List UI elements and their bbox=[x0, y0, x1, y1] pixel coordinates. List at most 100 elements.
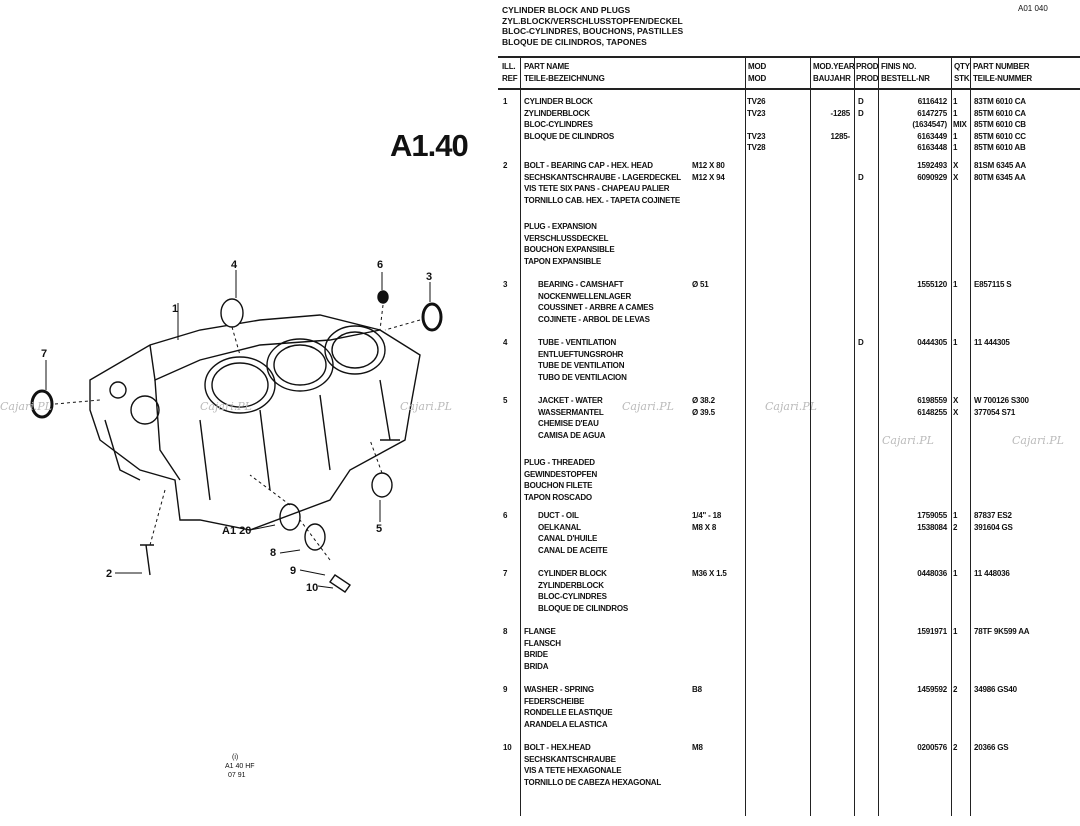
quantity: 2 bbox=[953, 685, 958, 694]
part-number: 81SM 6345 AA bbox=[974, 161, 1026, 170]
part-number: E857115 S bbox=[974, 280, 1012, 289]
part-name: DUCT - OIL bbox=[538, 511, 579, 520]
part-name: BOLT - BEARING CAP - HEX. HEAD bbox=[524, 161, 653, 170]
column-divider bbox=[520, 58, 521, 816]
finis-number: 6116412 bbox=[917, 97, 948, 106]
ill-ref: 10 bbox=[503, 743, 512, 752]
part-name: CYLINDER BLOCK bbox=[524, 97, 593, 106]
part-number: 377054 S71 bbox=[974, 407, 1016, 417]
spec: M12 X 94 bbox=[692, 172, 725, 182]
title-en: CYLINDER BLOCK AND PLUGS bbox=[502, 5, 631, 15]
part-name: VIS TETE SIX PANS - CHAPEAU PALIER bbox=[524, 184, 670, 193]
part-name: ZYLINDERBLOCK bbox=[538, 580, 604, 590]
callout-5[interactable]: 5 bbox=[376, 523, 382, 535]
mod: TV23 bbox=[747, 131, 766, 141]
page-code: A01 040 bbox=[1018, 4, 1048, 13]
ill-ref: 7 bbox=[503, 569, 508, 578]
part-number: 85TM 6010 CA bbox=[974, 108, 1026, 118]
prod: D bbox=[858, 97, 864, 106]
quantity: 2 bbox=[953, 522, 958, 532]
spec: Ø 51 bbox=[692, 280, 709, 289]
part-name: BRIDE bbox=[524, 650, 548, 659]
callout-8[interactable]: 8 bbox=[270, 547, 276, 559]
mod: TV28 bbox=[747, 143, 766, 152]
spec: Ø 39.5 bbox=[692, 407, 715, 417]
divider bbox=[498, 88, 1080, 90]
finis-number: 1592493 bbox=[917, 161, 947, 170]
part-name: BOLT - HEX.HEAD bbox=[524, 743, 591, 752]
column-divider bbox=[951, 58, 952, 816]
caption-line-2: A1 40 HF bbox=[225, 763, 255, 770]
quantity: 2 bbox=[953, 743, 958, 752]
col-header-ill-ref: ILL.REF bbox=[502, 62, 518, 83]
part-name: CANAL DE ACEITE bbox=[538, 545, 608, 555]
part-number: 85TM 6010 AB bbox=[974, 143, 1026, 152]
part-name: GEWINDESTOPFEN bbox=[524, 469, 598, 479]
callout-3[interactable]: 3 bbox=[426, 271, 432, 283]
watermark: Cajari.PL bbox=[1012, 434, 1064, 447]
spec: M36 X 1.5 bbox=[692, 569, 727, 578]
part-name: JACKET - WATER bbox=[538, 396, 603, 405]
column-divider bbox=[878, 58, 879, 816]
finis-number: 1555120 bbox=[917, 280, 947, 289]
part-name: VIS A TETE HEXAGONALE bbox=[524, 766, 622, 775]
ill-ref: 5 bbox=[503, 396, 508, 405]
part-name: CYLINDER BLOCK bbox=[538, 569, 607, 578]
ill-ref: 3 bbox=[503, 280, 508, 289]
callout-10[interactable]: 10 bbox=[306, 582, 318, 594]
part-name: TAPON ROSCADO bbox=[524, 492, 592, 502]
column-divider bbox=[810, 58, 811, 816]
finis-number: 6163448 bbox=[917, 143, 947, 152]
part-name: CHEMISE D'EAU bbox=[538, 419, 599, 428]
caption-line-1: (i) bbox=[232, 754, 239, 761]
callout-1[interactable]: 1 bbox=[172, 303, 178, 315]
part-name: TUBE DE VENTILATION bbox=[538, 361, 625, 370]
callout-9[interactable]: 9 bbox=[290, 565, 296, 577]
part-number: W 700126 S300 bbox=[974, 396, 1029, 405]
finis-number: 1591971 bbox=[917, 627, 947, 636]
spec: M8 X 8 bbox=[692, 522, 717, 532]
mod: TV23 bbox=[747, 108, 766, 118]
spec: B8 bbox=[692, 685, 702, 694]
finis-number: 0200576 bbox=[917, 743, 947, 752]
part-name: TAPON EXPANSIBLE bbox=[524, 256, 601, 266]
finis-number: 6147275 bbox=[917, 108, 947, 118]
part-name: SECHSKANTSCHRAUBE - LAGERDECKEL bbox=[524, 172, 681, 182]
ill-ref: 9 bbox=[503, 685, 508, 694]
section-title: CYLINDER BLOCK AND PLUGS ZYL.BLOCK/VERSC… bbox=[502, 5, 683, 47]
cross-reference-label[interactable]: A1 20 bbox=[222, 525, 251, 537]
quantity: 1 bbox=[953, 131, 958, 141]
callout-7[interactable]: 7 bbox=[41, 348, 47, 360]
part-name: PLUG - THREADED bbox=[524, 458, 595, 467]
finis-number: 6163449 bbox=[917, 131, 947, 141]
finis-number: 1459592 bbox=[917, 685, 947, 694]
quantity: 1 bbox=[953, 143, 958, 152]
part-name: ZYLINDERBLOCK bbox=[524, 108, 590, 118]
watermark: Cajari.PL bbox=[0, 400, 52, 413]
finis-number: 1538084 bbox=[917, 522, 947, 532]
part-name: SECHSKANTSCHRAUBE bbox=[524, 754, 616, 764]
part-number: 391604 GS bbox=[974, 522, 1013, 532]
callout-2[interactable]: 2 bbox=[106, 568, 112, 580]
part-number: 85TM 6010 CB bbox=[974, 120, 1026, 129]
part-name: WASHER - SPRING bbox=[524, 685, 594, 694]
ill-ref: 8 bbox=[503, 627, 508, 636]
quantity: 1 bbox=[953, 97, 958, 106]
column-divider bbox=[970, 58, 971, 816]
spec: 1/4" - 18 bbox=[692, 511, 722, 520]
finis-number: 6148255 bbox=[917, 407, 947, 417]
part-name: BEARING - CAMSHAFT bbox=[538, 280, 624, 289]
watermark: Cajari.PL bbox=[200, 400, 252, 413]
title-fr: BLOC-CYLINDRES, BOUCHONS, PASTILLES bbox=[502, 26, 684, 36]
part-number: 11 444305 bbox=[974, 338, 1010, 347]
finis-number: 1759055 bbox=[917, 511, 947, 520]
exploded-diagram: 1 2 3 4 5 6 7 8 9 10 A1 20 bbox=[30, 259, 443, 594]
callout-4[interactable]: 4 bbox=[231, 259, 238, 271]
callout-6[interactable]: 6 bbox=[377, 259, 383, 271]
